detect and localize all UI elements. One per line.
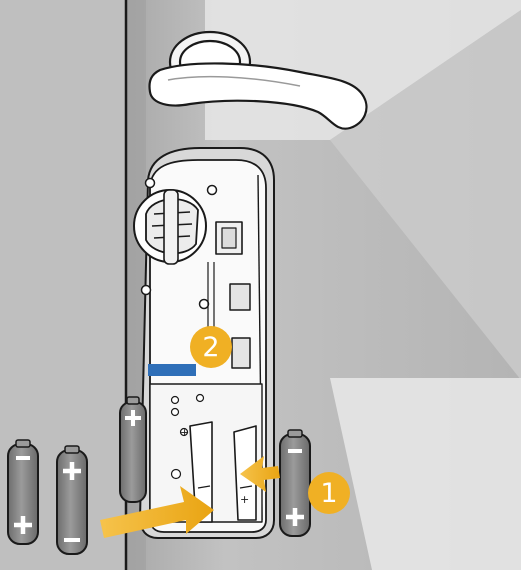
battery-icon bbox=[120, 397, 146, 502]
battery-icon bbox=[57, 446, 87, 554]
step-badge-2: 2 bbox=[190, 326, 232, 368]
svg-text:+: + bbox=[240, 493, 249, 506]
step-badge-1: 1 bbox=[308, 472, 350, 514]
step-number: 1 bbox=[320, 480, 337, 507]
battery-icon bbox=[280, 430, 310, 536]
step-number: 2 bbox=[202, 334, 219, 361]
svg-text:+: + bbox=[180, 426, 189, 439]
battery-icon bbox=[8, 440, 38, 544]
